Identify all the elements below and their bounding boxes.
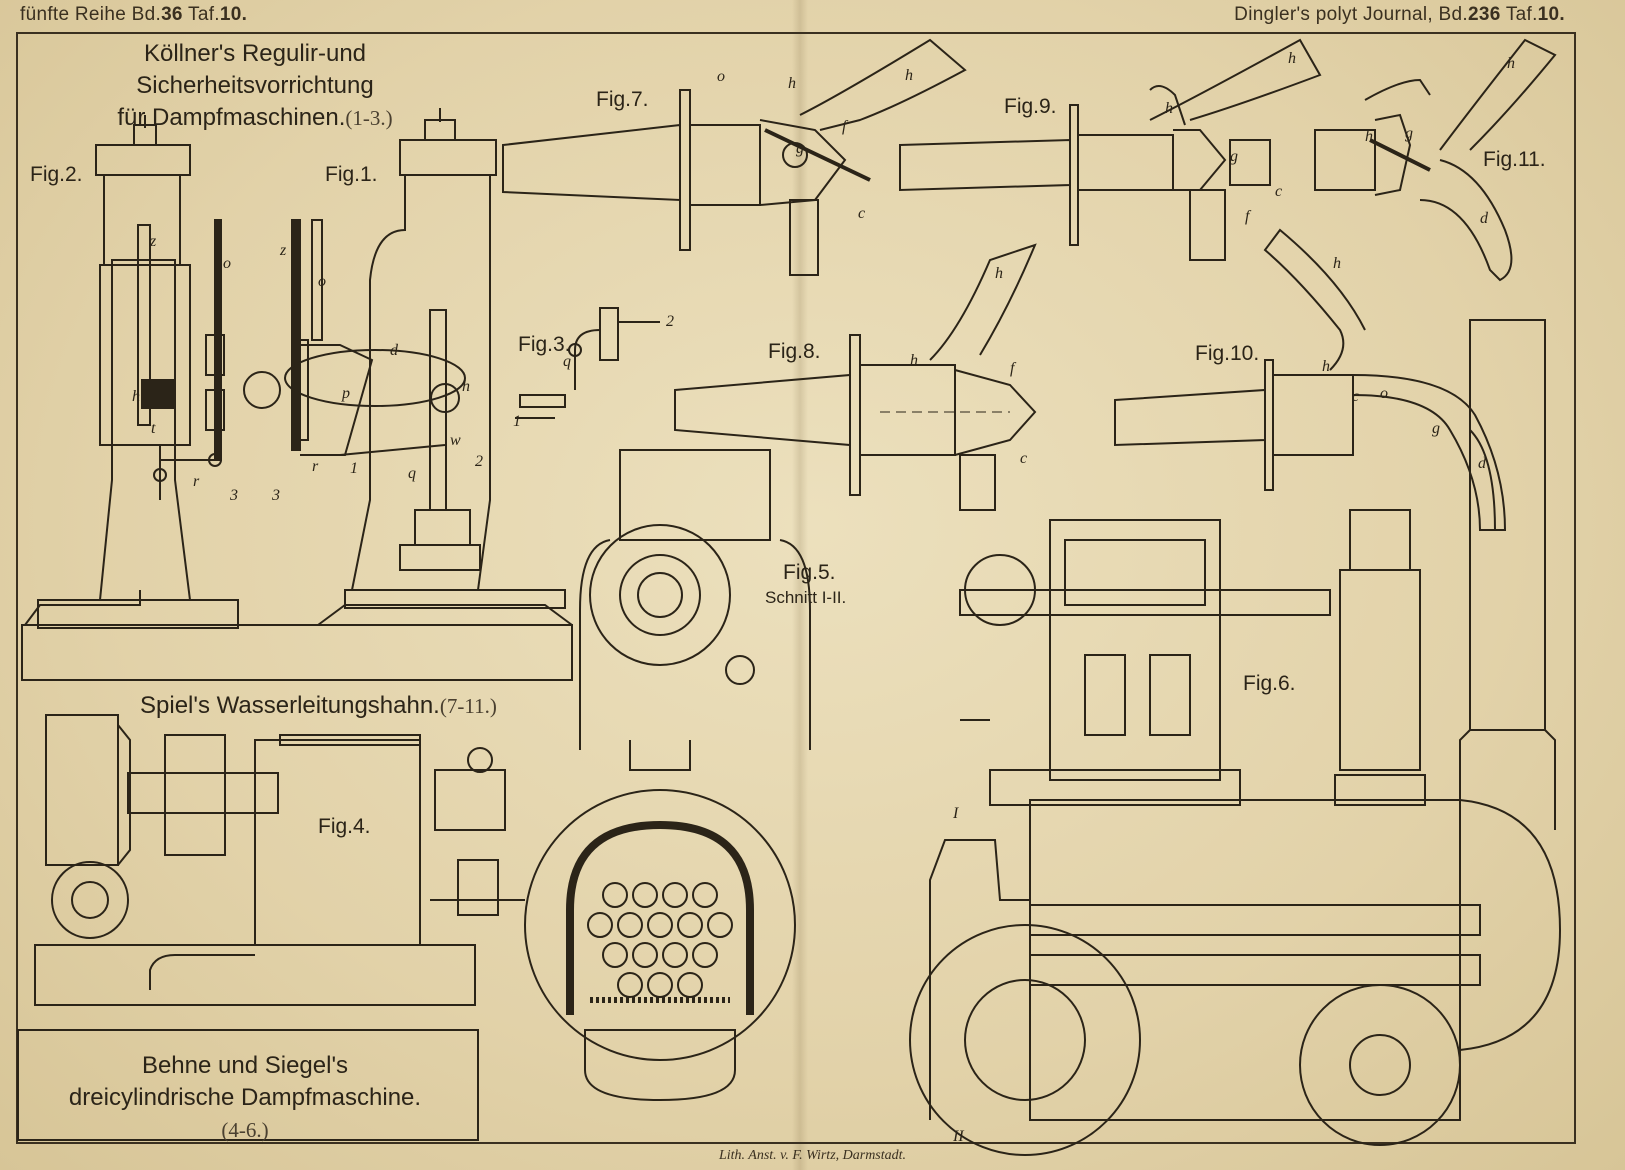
letter-d-fig10: d <box>1478 455 1486 472</box>
letter-3-fig1: 3 <box>272 487 280 504</box>
header-left: fünfte Reihe Bd.36 Taf.10. <box>20 4 247 26</box>
plate-border <box>16 32 1576 1144</box>
letter-q-fig3: q <box>563 353 571 370</box>
header-left-plate-prefix: Taf. <box>188 4 220 25</box>
letter-g-fig11: g <box>1405 125 1413 142</box>
fig5-boiler-drawing <box>524 449 811 1102</box>
letter-1-fig3: 1 <box>513 413 521 430</box>
koellner-title-line2: für Dampfmaschinen. <box>117 104 346 131</box>
letter-c-fig8: c <box>1020 450 1028 467</box>
fig8-tap-drawing <box>674 243 1037 511</box>
letter-q-fig1: q <box>408 465 416 482</box>
koellner-figure-range: (1-3.) <box>345 106 393 130</box>
letter-f-fig9: f <box>1245 208 1250 225</box>
fig6-label: Fig.6. <box>1243 672 1296 695</box>
letter-h-fig10: h <box>1333 255 1341 272</box>
letter-roman-two-fig6: II <box>953 1128 964 1145</box>
letter-roman-one-fig6: I <box>953 805 959 822</box>
letter-h2-fig8: h <box>910 352 918 369</box>
koellner-title: Köllner's Regulir-und Sicherheitsvorrich… <box>30 38 480 134</box>
fig8-label: Fig.8. <box>768 340 821 363</box>
letter-z-fig1: z <box>280 242 287 259</box>
fig5-label: Fig.5. <box>783 561 836 584</box>
header-left-prefix: fünfte Reihe Bd. <box>20 4 162 25</box>
fig11-tap-drawing <box>1314 38 1557 282</box>
fig10-tap-drawing <box>1114 228 1507 531</box>
letter-c-fig7: c <box>858 205 866 222</box>
spiel-title-text: Spiel's Wasserleitungshahn. <box>140 692 440 719</box>
page-fold <box>792 0 808 1170</box>
letter-3-fig2: 3 <box>230 487 238 504</box>
letter-d-fig1: d <box>390 342 398 359</box>
letter-t-fig2: t <box>151 420 156 437</box>
letter-2-fig1: 2 <box>475 453 483 470</box>
letter-h2-fig7: h <box>905 67 913 84</box>
fig11-label: Fig.11. <box>1483 148 1546 171</box>
letter-d-fig11: d <box>1480 210 1488 227</box>
letter-f-fig7: f <box>842 118 847 135</box>
fig2-label: Fig.2. <box>30 163 83 186</box>
fig4-label: Fig.4. <box>318 815 371 838</box>
behne-title-line1: Behne und Siegel's <box>141 1052 349 1079</box>
behne-figure-range: (4-6.) <box>221 1118 269 1142</box>
letter-c-fig10: c <box>1352 388 1360 405</box>
letter-h-fig9: h <box>1288 50 1296 67</box>
header-left-volume: 36 <box>161 4 183 25</box>
letter-r-fig1: r <box>312 458 319 475</box>
letter-g-fig10: g <box>1432 420 1440 437</box>
spiel-figure-range: (7-11.) <box>439 694 497 718</box>
letter-o-fig2: o <box>223 255 231 272</box>
letter-h-fig8: h <box>995 265 1003 282</box>
fig2-machine-drawing <box>21 115 573 681</box>
header-right: Dingler's polyt Journal, Bd.236 Taf.10. <box>1234 4 1565 26</box>
fig7-tap-drawing <box>502 38 967 276</box>
letter-g-fig7: g <box>796 140 804 157</box>
letter-r-fig2: r <box>193 473 200 490</box>
letter-f-fig8: f <box>1010 360 1015 377</box>
letter-h2-fig10: h <box>1322 358 1330 375</box>
header-right-plate: 10. <box>1537 4 1565 25</box>
letter-h2-fig9: h <box>1165 100 1173 117</box>
fig6-locomobile-drawing <box>909 319 1562 1156</box>
letter-o-fig10: o <box>1380 385 1388 402</box>
letter-h-fig11: h <box>1507 55 1515 72</box>
behne-title-line2: dreicylindrische Dampfmaschine. <box>68 1084 422 1111</box>
fig3-label: Fig.3. <box>518 333 571 356</box>
letter-z-fig2: z <box>150 233 157 250</box>
fig1-machine-drawing <box>243 108 573 626</box>
fig5-boiler-tubes <box>587 882 733 998</box>
header-right-prefix: Dingler's polyt Journal, Bd. <box>1234 4 1468 25</box>
letter-2-fig3: 2 <box>666 313 674 330</box>
fig3-detail-drawing <box>515 307 660 419</box>
fig4-engine-drawing <box>17 714 525 1141</box>
fig7-label: Fig.7. <box>596 88 649 111</box>
fig9-label: Fig.9. <box>1004 95 1057 118</box>
letter-p-fig1: p <box>342 385 350 402</box>
fig10-label: Fig.10. <box>1195 342 1260 365</box>
letter-h-fig1: h <box>462 378 470 395</box>
letter-h-fig7: h <box>788 75 796 92</box>
letter-o-fig1: o <box>318 273 326 290</box>
letter-c-fig9: c <box>1275 183 1283 200</box>
koellner-title-line1: Köllner's Regulir-und Sicherheitsvorrich… <box>136 40 374 99</box>
letter-g-fig9: g <box>1230 148 1238 165</box>
behne-title: Behne und Siegel's dreicylindrische Damp… <box>60 1050 430 1146</box>
header-right-plate-prefix: Taf. <box>1505 4 1538 25</box>
spiel-title: Spiel's Wasserleitungshahn.(7-11.) <box>140 690 497 722</box>
lithographer-credit: Lith. Anst. v. F. Wirtz, Darmstadt. <box>718 1148 907 1163</box>
header-right-volume: 236 <box>1467 4 1501 25</box>
letter-h2-fig11: h <box>1365 128 1373 145</box>
letter-o-fig7: o <box>717 68 725 85</box>
header-left-plate: 10. <box>219 4 248 25</box>
fig5-section-label: Schnitt I-II. <box>765 588 847 607</box>
letter-w-fig1: w <box>450 432 461 449</box>
letter-h-fig2: h <box>132 388 140 405</box>
fig1-label: Fig.1. <box>325 163 378 186</box>
fig9-tap-drawing <box>899 38 1322 261</box>
letter-1-fig1: 1 <box>350 460 358 477</box>
